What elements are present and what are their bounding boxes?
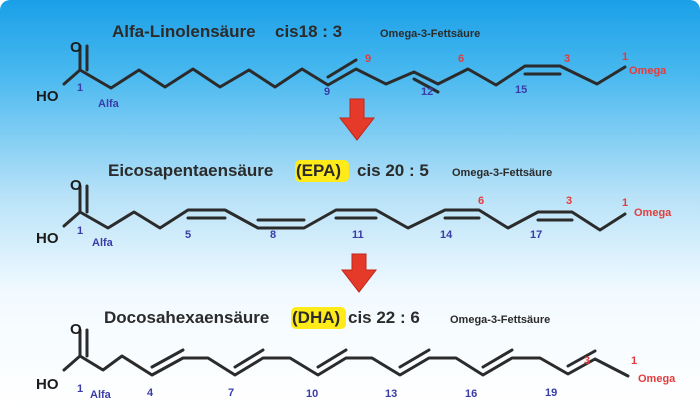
molecule-name: Alfa-Linolensäure	[112, 22, 256, 41]
molecule-ala: Alfa-Linolensäure cis18 : 3 Omega-3-Fett…	[36, 22, 667, 110]
carbon-chain	[62, 328, 630, 378]
oxygen-atom: O	[70, 39, 82, 56]
molecule-abbreviation: (EPA)	[296, 161, 341, 180]
omega-position-number: 3	[584, 355, 590, 367]
abbreviation-highlight	[295, 160, 349, 182]
omega-position-number: 3	[566, 195, 572, 207]
arrow-down	[340, 253, 378, 293]
position-number: 10	[306, 388, 318, 400]
alfa-label: Alfa	[98, 98, 120, 110]
alpha-carbon-number: 1	[77, 82, 83, 94]
position-number: 19	[545, 387, 557, 399]
position-number: 4	[147, 387, 154, 399]
position-number: 16	[465, 388, 477, 400]
omega-class-label: Omega-3-Fettsäure	[380, 28, 480, 40]
position-number: 8	[270, 229, 276, 241]
molecule-ratio: cis18 : 3	[275, 22, 342, 41]
carbon-chain	[62, 184, 627, 232]
hydroxyl-group: HO	[36, 376, 59, 393]
hydroxyl-group: HO	[36, 88, 59, 105]
omega-class-label: Omega-3-Fettsäure	[452, 167, 552, 179]
abbreviation-highlight	[291, 307, 346, 329]
omega-position-number: 3	[564, 53, 570, 65]
omega-carbon-number: 1	[622, 197, 628, 209]
molecule-epa: Eicosapentaensäure (EPA) cis 20 : 5 Omeg…	[36, 160, 672, 249]
oxygen-atom: O	[70, 321, 82, 338]
molecule-abbreviation: (DHA)	[292, 308, 340, 327]
omega-label: Omega	[634, 207, 672, 219]
omega-carbon-number: 1	[622, 51, 628, 63]
position-number: 5	[185, 229, 191, 241]
omega-label: Omega	[629, 65, 667, 77]
molecule-dha: Docosahexaensäure (DHA) cis 22 : 6 Omega…	[36, 307, 676, 401]
position-number: 11	[352, 229, 364, 241]
carbon-chain	[62, 44, 627, 94]
omega-label: Omega	[638, 373, 676, 385]
position-number: 7	[228, 387, 234, 399]
alfa-label: Alfa	[92, 237, 114, 249]
omega-position-number: 6	[458, 53, 464, 65]
molecule-name: Eicosapentaensäure	[108, 161, 273, 180]
position-number: 17	[530, 229, 542, 241]
position-number: 9	[324, 86, 330, 98]
position-number: 15	[515, 84, 527, 96]
molecule-ratio: cis 22 : 6	[348, 308, 420, 327]
position-number: 14	[440, 229, 453, 241]
alfa-label: Alfa	[90, 389, 112, 401]
alpha-carbon-number: 1	[77, 225, 83, 237]
molecule-ratio: cis 20 : 5	[357, 161, 429, 180]
molecule-name: Docosahexaensäure	[104, 308, 269, 327]
omega-class-label: Omega-3-Fettsäure	[450, 314, 550, 326]
hydroxyl-group: HO	[36, 230, 59, 247]
alpha-carbon-number: 1	[77, 383, 83, 395]
omega-carbon-number: 1	[631, 355, 637, 367]
omega-position-number: 6	[478, 195, 484, 207]
arrow-down	[338, 98, 376, 141]
position-number: 12	[421, 86, 433, 98]
oxygen-atom: O	[70, 177, 82, 194]
omega-position-number: 9	[365, 53, 371, 65]
position-number: 13	[385, 388, 397, 400]
